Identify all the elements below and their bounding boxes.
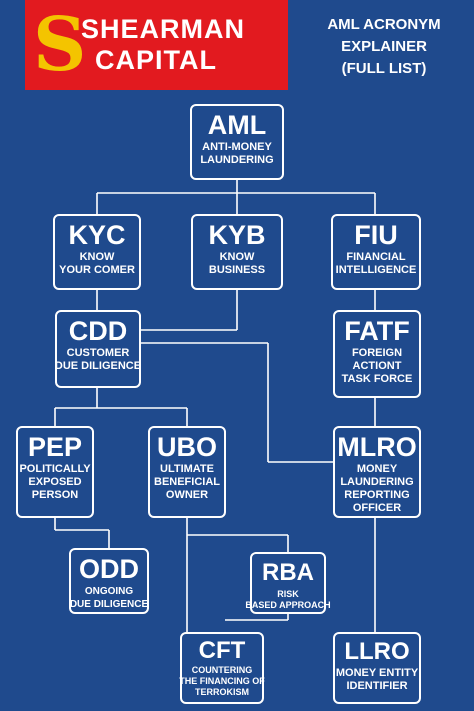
node-full-line: TERROKISM [195, 687, 249, 697]
node-full-name: KNOW YOUR COMER [56, 251, 138, 277]
node-cdd: CDD CUSTOMER DUE DILIGENCE [55, 310, 141, 388]
node-full-line: ULTIMATE [160, 463, 214, 475]
node-llro: LLRO MONEY ENTITY IDENTIFIER [333, 632, 421, 704]
brand-name-line2: CAPITAL [95, 45, 217, 75]
node-fatf: FATF FOREIGN ACTIONT TASK FORCE [333, 310, 421, 398]
node-full-line: POLITICALLY [19, 463, 91, 475]
node-kyb: KYB KNOW BUSINESS [191, 214, 283, 290]
node-full-line: THE FINANCING OF [179, 676, 265, 686]
node-full-line: EXPOSED [28, 476, 82, 488]
node-abbr: RBA [262, 559, 314, 586]
node-abbr: FATF [344, 316, 410, 346]
node-full-line: DUE DILIGENCE [69, 599, 149, 610]
node-full-line: YOUR COMER [59, 264, 135, 276]
node-full-name: ULTIMATE BENEFICIAL OWNER [151, 463, 223, 502]
node-abbr: KYC [68, 220, 126, 250]
node-full-line: REPORTING [344, 489, 410, 501]
node-abbr: ODD [79, 554, 139, 584]
node-full-line: KNOW [79, 251, 115, 263]
page-title-line: AML ACRONYM [327, 16, 441, 33]
node-full-line: COUNTERING [191, 665, 253, 675]
node-full-line: FOREIGN [351, 347, 403, 359]
node-full-name: MONEY LAUNDERING REPORTING OFFICER [337, 463, 416, 515]
node-full-name: COUNTERING THE FINANCING OF TERROKISM [176, 665, 268, 698]
node-full-name: FINANCIAL INTELLIGENCE [333, 251, 420, 277]
node-full-name: MONEY ENTITY IDENTIFIER [333, 667, 421, 693]
node-ubo: UBO ULTIMATE BENEFICIAL OWNER [148, 426, 226, 518]
node-full-line: OWNER [165, 489, 209, 501]
node-odd: ODD ONGOING DUE DILIGENCE [69, 548, 149, 614]
node-rba: RBA RISK BASED APPROACH [245, 552, 331, 614]
node-full-line: BASED APPROACH [245, 600, 331, 610]
node-full-line: RISK [277, 589, 299, 599]
node-full-line: FINANCIAL [346, 251, 406, 263]
node-full-line: PERSON [31, 489, 79, 501]
node-fiu: FIU FINANCIAL INTELLIGENCE [331, 214, 421, 290]
node-abbr: CDD [68, 316, 128, 346]
page-title-line: EXPLAINER [341, 38, 427, 55]
node-full-line: CUSTOMER [66, 347, 130, 359]
node-full-name: CUSTOMER DUE DILIGENCE [52, 347, 144, 373]
node-full-line: ANTI-MONEY [202, 141, 272, 153]
node-full-name: ANTI-MONEY LAUNDERING [197, 141, 276, 167]
node-full-line: LAUNDERING [340, 476, 414, 488]
node-full-line: OFFICER [352, 502, 402, 514]
node-full-name: KNOW BUSINESS [206, 251, 268, 277]
node-cft: CFT COUNTERING THE FINANCING OF TERROKIS… [179, 632, 265, 704]
node-full-line: IDENTIFIER [346, 680, 408, 692]
node-full-name: RISK BASED APPROACH [242, 589, 333, 611]
node-full-line: ONGOING [84, 586, 134, 597]
node-full-line: TASK FORCE [341, 373, 413, 385]
node-full-line: INTELLIGENCE [335, 264, 417, 276]
node-full-name: ONGOING DUE DILIGENCE [67, 585, 151, 611]
node-full-line: ACTIONT [352, 360, 402, 372]
node-abbr: FIU [354, 220, 398, 250]
node-full-name: POLITICALLY EXPOSED PERSON [16, 463, 93, 502]
node-full-line: MONEY [356, 463, 398, 475]
brand-name: SHEARMAN CAPITAL [81, 14, 245, 76]
node-full-line: BUSINESS [208, 264, 266, 276]
node-aml: AML ANTI-MONEY LAUNDERING [190, 104, 284, 180]
node-abbr: KYB [208, 220, 266, 250]
node-abbr: MLRO [337, 432, 417, 462]
node-full-line: BENEFICIAL [154, 476, 220, 488]
page-title: AML ACRONYM EXPLAINER (FULL LIST) [304, 14, 464, 80]
node-full-line: MONEY ENTITY [335, 667, 419, 679]
brand-banner: S SHEARMAN CAPITAL [25, 0, 288, 90]
node-full-line: DUE DILIGENCE [54, 360, 142, 372]
node-abbr: UBO [157, 432, 217, 462]
node-abbr: AML [207, 110, 267, 140]
node-full-name: FOREIGN ACTIONT TASK FORCE [339, 347, 416, 386]
node-abbr: PEP [27, 432, 83, 462]
node-abbr: CFT [198, 637, 246, 664]
brand-name-line1: SHEARMAN [81, 14, 246, 44]
node-kyc: KYC KNOW YOUR COMER [53, 214, 141, 290]
node-full-line: KNOW [219, 251, 255, 263]
node-mlro: MLRO MONEY LAUNDERING REPORTING OFFICER [333, 426, 421, 518]
node-abbr: LLRO [344, 638, 410, 665]
page-title-line: (FULL LIST) [341, 60, 427, 77]
node-full-line: LAUNDERING [200, 154, 274, 166]
node-pep: PEP POLITICALLY EXPOSED PERSON [16, 426, 94, 518]
